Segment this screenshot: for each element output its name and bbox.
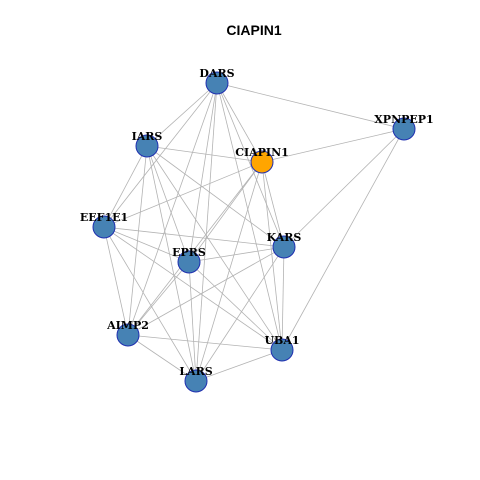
nodes-layer [92, 71, 416, 393]
edge-kars-lars [195, 246, 285, 382]
graph-title: CIAPIN1 [226, 22, 281, 38]
edge-dars-uba1 [216, 82, 283, 351]
edge-dars-kars [216, 82, 285, 248]
node-label-lars: LARS [179, 365, 212, 378]
edge-xpnpep1-uba1 [281, 128, 405, 351]
node-label-uba1: UBA1 [264, 334, 299, 347]
edge-iars-ciapin1 [146, 145, 263, 163]
node-label-eef1e1: EEF1E1 [80, 211, 128, 224]
edge-eef1e1-kars [103, 226, 285, 248]
edge-eef1e1-aimp2 [103, 226, 129, 336]
node-ciapin1[interactable] [250, 150, 274, 174]
edge-eef1e1-lars [103, 226, 197, 382]
edge-iars-eprs [146, 145, 190, 263]
edge-eprs-lars [188, 261, 197, 382]
node-uba1[interactable] [270, 338, 294, 362]
edge-ciapin1-aimp2 [127, 161, 263, 336]
edge-eef1e1-uba1 [103, 226, 283, 351]
edge-xpnpep1-kars [283, 128, 405, 248]
edge-iars-uba1 [146, 145, 283, 351]
edge-dars-lars [195, 82, 218, 382]
edge-aimp2-lars [127, 334, 197, 382]
node-label-xpnpep1: XPNPEP1 [374, 113, 433, 126]
edge-eprs-aimp2 [127, 261, 190, 336]
edge-kars-eprs [188, 246, 285, 263]
edge-ciapin1-eprs [188, 161, 263, 263]
edge-dars-iars [146, 82, 218, 147]
node-label-eprs: EPRS [172, 246, 206, 259]
edge-aimp2-uba1 [127, 334, 283, 351]
node-kars[interactable] [272, 235, 296, 259]
node-lars[interactable] [184, 369, 208, 393]
edge-dars-aimp2 [127, 82, 218, 336]
edge-xpnpep1-ciapin1 [261, 128, 405, 163]
node-eef1e1[interactable] [92, 215, 116, 239]
edge-dars-eprs [188, 82, 218, 263]
edge-ciapin1-lars [195, 161, 263, 382]
edge-uba1-lars [195, 349, 283, 382]
edge-dars-ciapin1 [216, 82, 263, 163]
edge-dars-xpnpep1 [216, 82, 405, 130]
edge-kars-uba1 [281, 246, 285, 351]
edge-iars-eef1e1 [103, 145, 148, 228]
edge-eef1e1-eprs [103, 226, 190, 263]
edge-ciapin1-kars [261, 161, 285, 248]
edge-iars-lars [146, 145, 197, 382]
node-label-kars: KARS [267, 231, 302, 244]
edge-dars-eef1e1 [103, 82, 218, 228]
node-label-aimp2: AIMP2 [106, 319, 149, 332]
node-label-dars: DARS [199, 67, 234, 80]
edge-iars-kars [146, 145, 285, 248]
node-aimp2[interactable] [116, 323, 140, 347]
edge-eprs-uba1 [188, 261, 283, 351]
node-dars[interactable] [205, 71, 229, 95]
edges-layer [103, 82, 405, 382]
node-iars[interactable] [135, 134, 159, 158]
node-eprs[interactable] [177, 250, 201, 274]
node-label-iars: IARS [132, 130, 163, 143]
edge-ciapin1-uba1 [261, 161, 283, 351]
node-label-ciapin1: CIAPIN1 [235, 146, 289, 159]
node-xpnpep1[interactable] [392, 117, 416, 141]
edge-kars-aimp2 [127, 246, 285, 336]
edge-ciapin1-eef1e1 [103, 161, 263, 228]
